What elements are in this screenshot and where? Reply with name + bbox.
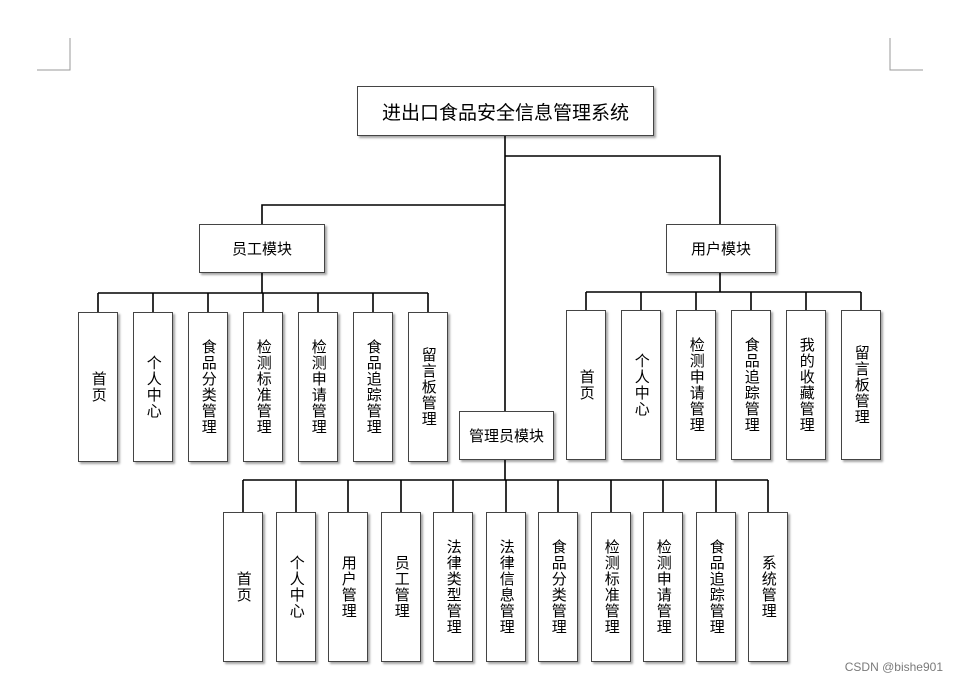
- user-module-label: 用户模块: [690, 240, 751, 258]
- admin-leaf-label: 用户管理: [339, 555, 358, 619]
- admin-leaf-node: 食品追踪管理: [696, 512, 736, 662]
- admin-leaf-node: 个人中心: [276, 512, 316, 662]
- admin-module-label: 管理员模块: [468, 427, 544, 445]
- staff-module-node: 员工模块: [199, 224, 325, 273]
- admin-leaf-node: 用户管理: [328, 512, 368, 662]
- admin-leaf-label: 系统管理: [759, 555, 778, 619]
- admin-leaf-label: 法律信息管理: [497, 539, 516, 635]
- staff-module-label: 员工模块: [231, 240, 292, 258]
- staff-leaf-label: 个人中心: [144, 355, 163, 419]
- staff-leaf-label: 检测标准管理: [254, 339, 273, 435]
- admin-leaf-node: 法律信息管理: [486, 512, 526, 662]
- staff-leaf-label: 食品追踪管理: [364, 339, 383, 435]
- staff-leaf-label: 留言板管理: [419, 347, 438, 427]
- admin-leaf-node: 法律类型管理: [433, 512, 473, 662]
- admin-leaf-label: 食品追踪管理: [707, 539, 726, 635]
- admin-leaf-label: 食品分类管理: [549, 539, 568, 635]
- admin-leaf-label: 员工管理: [392, 555, 411, 619]
- staff-leaf-node: 检测标准管理: [243, 312, 283, 462]
- staff-leaf-node: 首页: [78, 312, 118, 462]
- admin-leaf-node: 检测申请管理: [643, 512, 683, 662]
- user-leaf-label: 首页: [577, 369, 596, 401]
- root-node: 进出口食品安全信息管理系统: [357, 86, 654, 136]
- user-children-line: [585, 273, 862, 310]
- user-leaf-node: 首页: [566, 310, 606, 460]
- staff-leaf-node: 个人中心: [133, 312, 173, 462]
- admin-leaf-label: 检测申请管理: [654, 539, 673, 635]
- user-leaf-node: 个人中心: [621, 310, 661, 460]
- user-leaf-label: 检测申请管理: [687, 337, 706, 433]
- user-branch-line: [505, 155, 721, 224]
- admin-leaf-node: 员工管理: [381, 512, 421, 662]
- admin-module-node: 管理员模块: [459, 411, 554, 460]
- page-corner-mark-left: [37, 38, 71, 71]
- user-leaf-node: 食品追踪管理: [731, 310, 771, 460]
- page-corner-mark-right: [889, 38, 923, 71]
- staff-leaf-label: 首页: [89, 371, 108, 403]
- root-node-label: 进出口食品安全信息管理系统: [381, 101, 629, 124]
- user-leaf-node: 留言板管理: [841, 310, 881, 460]
- staff-leaf-node: 留言板管理: [408, 312, 448, 462]
- staff-leaf-node: 食品分类管理: [188, 312, 228, 462]
- staff-leaf-label: 食品分类管理: [199, 339, 218, 435]
- admin-leaf-label: 首页: [234, 571, 253, 603]
- admin-leaf-node: 食品分类管理: [538, 512, 578, 662]
- staff-children-line: [97, 273, 429, 312]
- user-leaf-label: 食品追踪管理: [742, 337, 761, 433]
- staff-branch-line: [261, 204, 505, 224]
- admin-leaf-label: 个人中心: [287, 555, 306, 619]
- admin-leaf-node: 首页: [223, 512, 263, 662]
- user-module-node: 用户模块: [666, 224, 776, 273]
- user-leaf-label: 我的收藏管理: [797, 337, 816, 433]
- admin-leaf-label: 检测标准管理: [602, 539, 621, 635]
- admin-leaf-label: 法律类型管理: [444, 539, 463, 635]
- staff-leaf-node: 检测申请管理: [298, 312, 338, 462]
- staff-leaf-node: 食品追踪管理: [353, 312, 393, 462]
- user-leaf-label: 留言板管理: [852, 345, 871, 425]
- user-leaf-node: 检测申请管理: [676, 310, 716, 460]
- admin-leaf-node: 检测标准管理: [591, 512, 631, 662]
- admin-children-line: [242, 460, 769, 512]
- admin-leaf-node: 系统管理: [748, 512, 788, 662]
- watermark-text: CSDN @bishe901: [844, 660, 943, 674]
- user-leaf-node: 我的收藏管理: [786, 310, 826, 460]
- user-leaf-label: 个人中心: [632, 353, 651, 417]
- staff-leaf-label: 检测申请管理: [309, 339, 328, 435]
